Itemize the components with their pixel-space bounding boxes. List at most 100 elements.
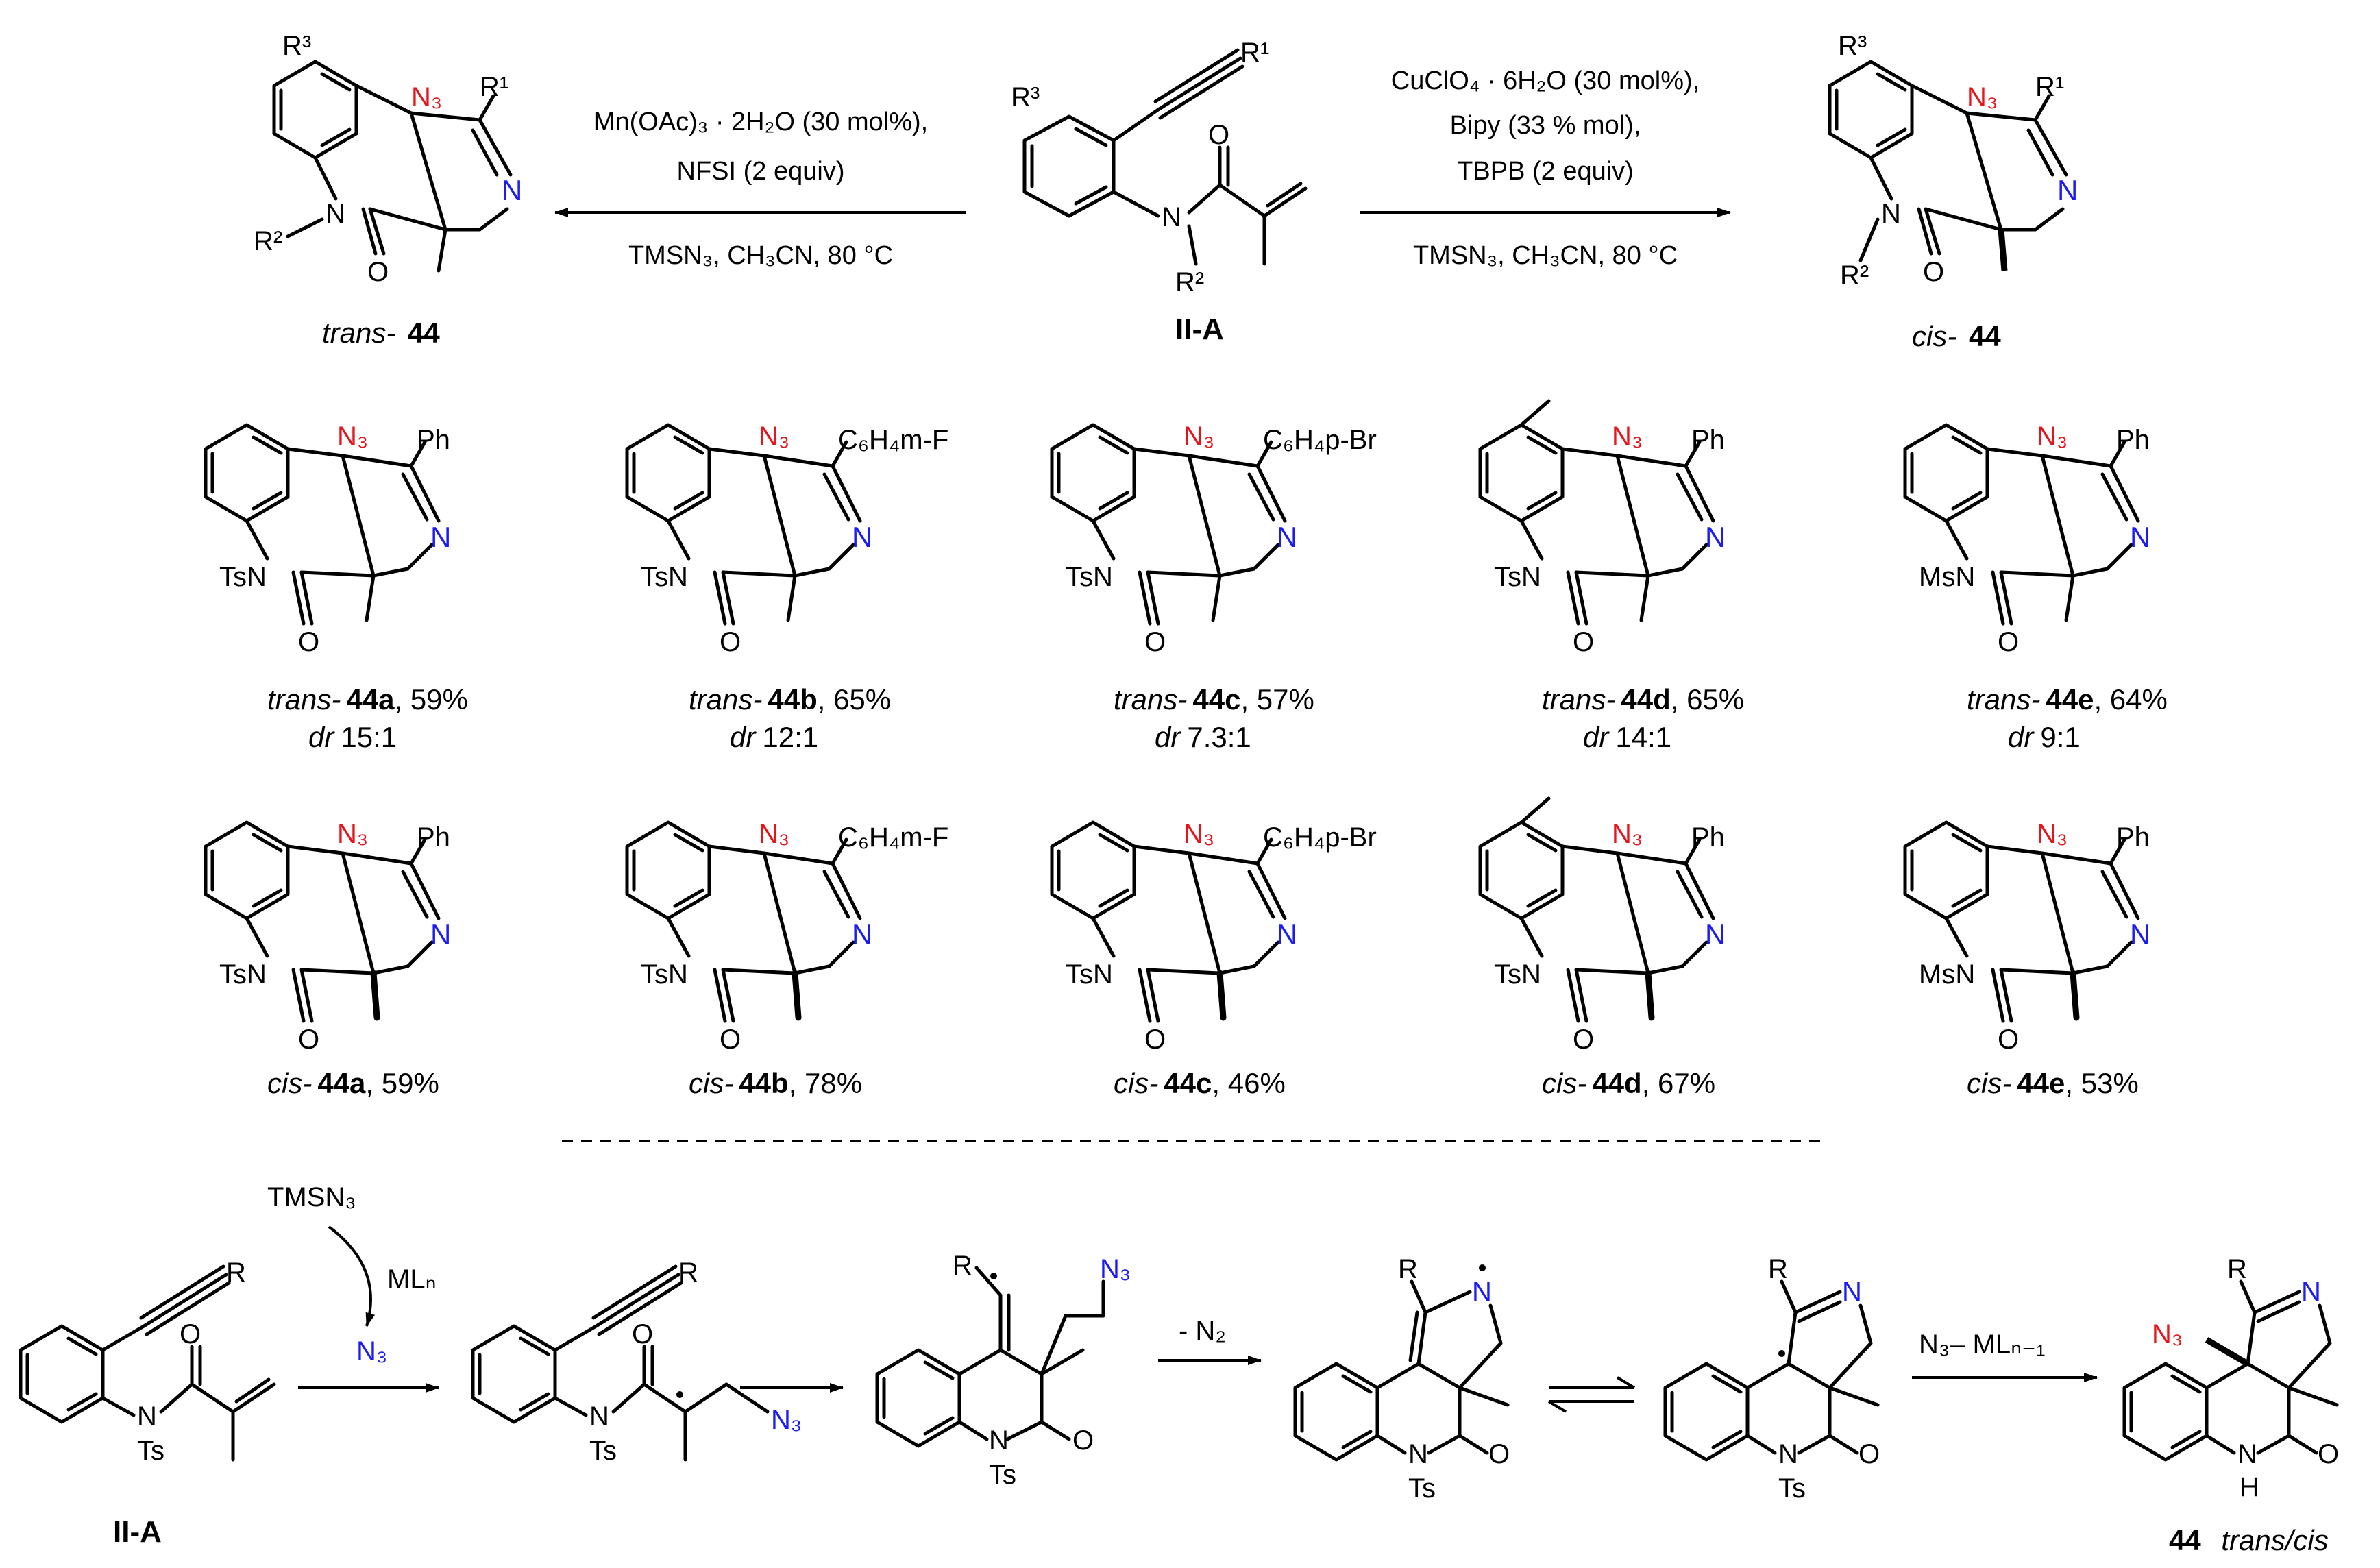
cis-44e-imine-n: N <box>2130 918 2150 951</box>
mech-final-label-stereo: trans/cis <box>2221 1524 2328 1556</box>
mech-int3-amide-n: N <box>1408 1439 1428 1469</box>
trans-44-label-number: 44 <box>408 317 440 349</box>
trans-44d-prefix: trans- <box>1542 683 1615 715</box>
trans-44d-dr-label: dr <box>1583 721 1610 753</box>
trans-44a-dr-label: dr <box>308 721 335 753</box>
mech-int4-amide-n: N <box>1778 1439 1798 1469</box>
trans-44e-caption: trans-44e, 64% <box>1967 683 2168 715</box>
mech-int2-ts: Ts <box>989 1460 1016 1490</box>
mech-start-label: II-A <box>113 1515 162 1549</box>
trans-44c-carbonyl-o: O <box>1144 627 1166 657</box>
trans-44b-carbonyl-o: O <box>720 627 741 657</box>
trans-44a-protecting: TsN <box>219 562 267 592</box>
mech-intermediate-2: R N₃ N O Ts <box>875 1251 1131 1490</box>
mech-int2-o: O <box>1072 1425 1094 1456</box>
mech-int4-ts: Ts <box>1778 1473 1806 1504</box>
right-conditions-line4: TMSN₃, CH₃CN, 80 °C <box>1413 241 1678 270</box>
trans-44-r3: R³ <box>282 31 311 61</box>
cis-44-r1: R¹ <box>2035 72 2064 102</box>
trans-44d-protecting: TsN <box>1494 562 1541 592</box>
mech-int3-ts: Ts <box>1408 1473 1436 1504</box>
cis-44a-yield: , 59% <box>365 1067 439 1099</box>
trans-44d-azide: N₃ <box>1612 421 1643 452</box>
trans-44a-substituent: Ph <box>417 425 450 455</box>
trans-44e-imine-n: N <box>2130 521 2150 553</box>
trans-44e-prefix: trans- <box>1967 683 2040 715</box>
mech-intermediate-3: R N N O Ts <box>1293 1254 1510 1504</box>
start-material-structure: R³ R¹ N O R² <box>1011 38 1308 297</box>
cis-44e-azide: N₃ <box>2037 819 2068 849</box>
trans-44-r1: R¹ <box>480 72 508 102</box>
trans-44e-dr-label: dr <box>2008 721 2035 753</box>
mechanism-scheme: R N O Ts II-A TMSN₃ MLₙ N₃ <box>19 1182 2339 1556</box>
cis-44d-protecting: TsN <box>1494 959 1541 990</box>
trans-44c-substituent: C₆H₄p-Br <box>1263 425 1377 455</box>
mech-final-label: 44 trans/cis <box>2169 1524 2329 1556</box>
mech-start-o: O <box>180 1319 201 1349</box>
start-r3: R³ <box>1011 82 1040 112</box>
trans-44e-azide: N₃ <box>2037 421 2068 452</box>
cis-44d-caption: cis-44d, 67% <box>1542 1067 1715 1099</box>
cis-44e-caption: cis-44e, 53% <box>1967 1067 2139 1099</box>
cis-44c-imine-n: N <box>1277 918 1297 951</box>
mech-int4-o: O <box>1858 1439 1880 1469</box>
mech-int2-n: N <box>989 1425 1009 1456</box>
mech-int1-azide: N₃ <box>771 1405 802 1435</box>
cis-44b-azide: N₃ <box>759 819 789 849</box>
cis-44c-prefix: cis- <box>1114 1067 1158 1099</box>
mech-int1-o: O <box>632 1319 653 1349</box>
trans-44a-caption: trans-44a, 59% <box>267 683 468 715</box>
cis-44-imine-n: N <box>2057 174 2078 206</box>
trans-44-r2: R² <box>254 226 282 256</box>
cis-44c-caption: cis-44c, 46% <box>1114 1067 1286 1099</box>
trans-44a-azide: N₃ <box>337 421 368 452</box>
cis-44d-imine-n: N <box>1705 918 1726 951</box>
right-conditions-line1: CuClO₄ · 6H₂O (30 mol%), <box>1391 66 1700 95</box>
left-conditions-line1: Mn(OAc)₃ · 2H₂O (30 mol%), <box>593 108 928 136</box>
cis-44b-number: 44b <box>739 1067 788 1099</box>
start-r1: R¹ <box>1240 38 1269 68</box>
cis-44e-carbonyl-o: O <box>1998 1025 2019 1055</box>
trans-44a-carbonyl-o: O <box>298 627 319 657</box>
cis-44b-yield: , 78% <box>789 1067 862 1099</box>
trans-44-imine-n: N <box>502 174 522 206</box>
trans-44e-substituent: Ph <box>2116 425 2150 455</box>
trans-44d-carbonyl-o: O <box>1573 627 1594 657</box>
mech-int1-n: N <box>589 1401 609 1432</box>
trans-44-carbonyl-o: O <box>367 257 389 287</box>
trans-44b-yield: , 65% <box>818 683 891 715</box>
right-conditions-line3: TBPB (2 equiv) <box>1457 157 1634 186</box>
trans-44e-protecting: MsN <box>1919 562 1975 592</box>
mech-int3-r: R <box>1398 1254 1418 1284</box>
cis-44-label-prefix: cis- <box>1912 320 1956 352</box>
right-conditions-line2: Bipy (33 % mol), <box>1450 111 1641 140</box>
trans-44a-yield: , 59% <box>394 683 467 715</box>
cis-44a-carbonyl-o: O <box>298 1025 319 1055</box>
cis-44-amide-n: N <box>1881 199 1901 229</box>
left-conditions-line2: NFSI (2 equiv) <box>677 157 845 186</box>
start-amide-n: N <box>1162 202 1181 232</box>
trans-44e-dr-value: 9:1 <box>2040 721 2080 753</box>
cis-44b-substituent: C₆H₄m-F <box>838 822 948 853</box>
trans-44-amide-n: N <box>326 199 345 229</box>
mech-int1-r: R <box>678 1258 698 1288</box>
trans-44a-imine-n: N <box>430 521 451 553</box>
cis-44d-substituent: Ph <box>1691 822 1725 853</box>
trans-44b-caption: trans-44b, 65% <box>689 683 891 715</box>
cis-44b-protecting: TsN <box>641 959 688 990</box>
mech-final-label-number: 44 <box>2169 1524 2201 1556</box>
mech-final-r: R <box>2227 1254 2247 1284</box>
trans-44c-prefix: trans- <box>1114 683 1187 715</box>
cis-44d-carbonyl-o: O <box>1573 1025 1594 1055</box>
cis-44a-azide: N₃ <box>337 819 368 849</box>
trans-44b-number: 44b <box>768 683 817 715</box>
trans-44c-caption: trans-44c, 57% <box>1114 683 1314 715</box>
